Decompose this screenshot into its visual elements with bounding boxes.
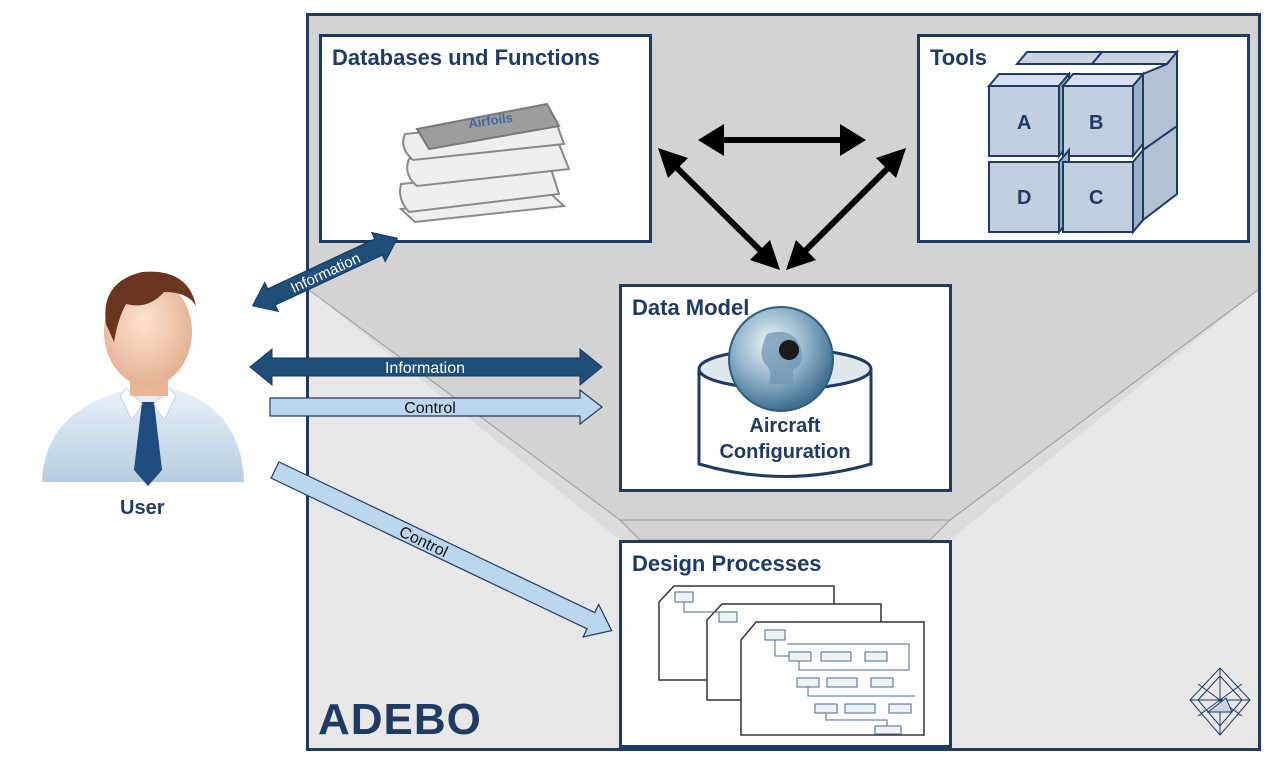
design-processes-box: Design Processes: [619, 540, 952, 748]
database-cylinder-icon: Aircraft Configuration: [697, 306, 873, 478]
design-processes-title: Design Processes: [632, 551, 822, 576]
tools-datamodel-arrow: [786, 148, 906, 270]
user-label: User: [120, 497, 165, 519]
cube-a-label: A: [1017, 112, 1031, 134]
control-label-dp: Control: [396, 524, 450, 562]
data-model-box: Data Model Aircraft Configuration: [619, 284, 952, 492]
information-label-dm: Information: [385, 360, 465, 377]
databases-box: Databases und Functions Airfoils: [319, 34, 652, 243]
tools-box: Tools A B D C: [917, 34, 1250, 243]
adebo-logo: [1189, 667, 1251, 736]
cube-c-label: C: [1089, 187, 1103, 209]
aircraft-label: Aircraft: [749, 415, 820, 437]
information-arrow-db: Information: [251, 231, 399, 313]
cube-d-label: D: [1017, 187, 1031, 209]
data-model-title: Data Model: [632, 295, 750, 320]
control-arrow-dm: Control: [269, 388, 603, 426]
airfoils-label: Airfoils: [467, 110, 513, 131]
control-label-dm: Control: [404, 400, 456, 417]
information-label-db: Information: [288, 250, 363, 297]
db-datamodel-arrow: [658, 148, 780, 270]
configuration-label: Configuration: [719, 441, 850, 463]
process-flow-sheets-icon: [658, 585, 925, 736]
user-avatar: [42, 271, 244, 486]
books-icon: Airfoils: [398, 102, 571, 224]
adebo-title: ADEBO: [318, 695, 482, 744]
control-arrow-dp: Control: [270, 461, 613, 638]
cube-b-label: B: [1089, 112, 1103, 134]
databases-title: Databases und Functions: [332, 45, 600, 70]
tools-title: Tools: [930, 45, 988, 70]
information-arrow-dm: Information: [249, 347, 603, 387]
cubes-icon: A B D C: [986, 49, 1180, 235]
db-tools-arrow: [698, 124, 866, 156]
